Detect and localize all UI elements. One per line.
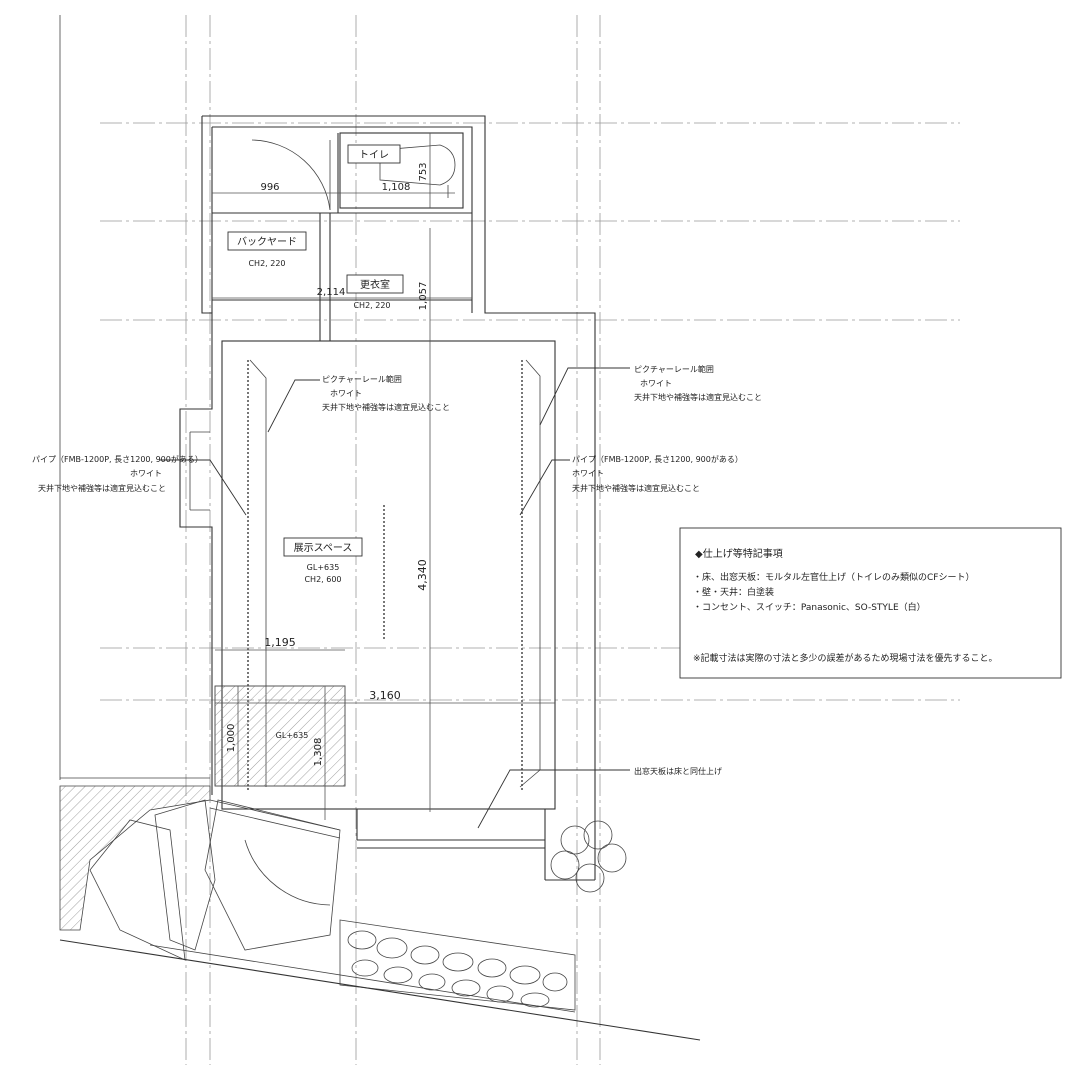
picture-rails bbox=[247, 359, 541, 790]
svg-text:ピクチャーレール範囲: ピクチャーレール範囲 bbox=[634, 364, 714, 374]
dressing-label: 更衣室 bbox=[360, 278, 390, 291]
exhibition-label-box bbox=[283, 537, 363, 557]
backyard-label: バックヤード bbox=[237, 236, 297, 248]
dim-1195: 1,195 bbox=[264, 636, 296, 649]
svg-text:ホワイト: ホワイト bbox=[572, 469, 604, 478]
notes-item-1: ・床、出窓天板：モルタル左官仕上げ（トイレのみ類似のCFシート） bbox=[693, 571, 974, 583]
annotation-pipe-right: パイプ（FMB-1200P, 長さ1200, 900がある） ホワイト 天井下地… bbox=[572, 454, 743, 493]
porch-hatch bbox=[59, 685, 346, 931]
svg-text:ホワイト: ホワイト bbox=[640, 379, 672, 388]
dimension-lines bbox=[212, 133, 555, 820]
dim-753: 753 bbox=[418, 162, 429, 181]
exhibition-ch: CH2, 600 bbox=[304, 575, 341, 584]
finish-notes: ◆仕上げ等特記事項 ・床、出窓天板：モルタル左官仕上げ（トイレのみ類似のCFシー… bbox=[693, 547, 998, 664]
dim-2114: 2,114 bbox=[317, 287, 346, 298]
svg-text:パイプ（FMB-1200P, 長さ1200, 900がある）: パイプ（FMB-1200P, 長さ1200, 900がある） bbox=[572, 454, 743, 464]
entrance-steps bbox=[89, 799, 341, 961]
svg-text:天井下地や補強等は適宜見込むこと: 天井下地や補強等は適宜見込むこと bbox=[634, 392, 762, 402]
stone-pavement bbox=[339, 919, 576, 1011]
dim-3160: 3,160 bbox=[369, 689, 401, 702]
notes-box bbox=[679, 527, 1062, 679]
dim-1000: 1,000 bbox=[226, 724, 237, 753]
dim-1108: 1,108 bbox=[382, 182, 411, 193]
svg-text:天井下地や補強等は適宜見込むこと: 天井下地や補強等は適宜見込むこと bbox=[38, 483, 166, 493]
toilet-label-box bbox=[347, 144, 401, 164]
notes-title: ◆仕上げ等特記事項 bbox=[695, 547, 783, 560]
annotation-window-sill: 出窓天板は床と同仕上げ bbox=[634, 766, 722, 776]
leader-lines bbox=[160, 367, 630, 829]
svg-text:ホワイト: ホワイト bbox=[130, 469, 162, 478]
notes-footnote: ※記載寸法は実際の寸法と多少の誤差があるため現場寸法を優先すること。 bbox=[693, 652, 998, 664]
svg-text:ホワイト: ホワイト bbox=[330, 389, 362, 398]
backyard-ch: CH2, 220 bbox=[248, 259, 285, 268]
backyard-label-box bbox=[227, 231, 307, 251]
tree-symbol bbox=[550, 820, 627, 893]
exhibition-gl: GL+635 bbox=[307, 563, 340, 572]
site-boundary bbox=[59, 777, 701, 1041]
annotation-rail-left: ピクチャーレール範囲 ホワイト 天井下地や補強等は適宜見込むこと bbox=[322, 374, 450, 412]
svg-text:天井下地や補強等は適宜見込むこと: 天井下地や補強等は適宜見込むこと bbox=[322, 402, 450, 412]
dim-1057: 1,057 bbox=[418, 282, 429, 311]
dim-1308: 1,308 bbox=[313, 738, 324, 767]
dim-996: 996 bbox=[260, 182, 279, 193]
toilet-fixture bbox=[251, 139, 456, 211]
annotation-pipe-left: パイプ（FMB-1200P, 長さ1200, 900がある） ホワイト 天井下地… bbox=[32, 454, 203, 493]
notes-item-3: ・コンセント、スイッチ：Panasonic、SO-STYLE（白） bbox=[693, 601, 926, 613]
dim-4340: 4,340 bbox=[416, 559, 429, 591]
dressing-label-box bbox=[346, 274, 404, 294]
building-walls bbox=[179, 115, 596, 881]
svg-text:ピクチャーレール範囲: ピクチャーレール範囲 bbox=[322, 374, 402, 384]
svg-text:天井下地や補強等は適宜見込むこと: 天井下地や補強等は適宜見込むこと bbox=[572, 483, 700, 493]
porch-gl: GL+635 bbox=[276, 731, 309, 740]
exhibition-label: 展示スペース bbox=[294, 542, 353, 554]
svg-text:パイプ（FMB-1200P, 長さ1200, 900がある）: パイプ（FMB-1200P, 長さ1200, 900がある） bbox=[32, 454, 203, 464]
toilet-label: トイレ bbox=[359, 150, 389, 161]
dressing-ch: CH2, 220 bbox=[353, 301, 390, 310]
annotation-rail-right: ピクチャーレール範囲 ホワイト 天井下地や補強等は適宜見込むこと bbox=[634, 364, 762, 402]
notes-item-2: ・壁・天井：白塗装 bbox=[693, 586, 774, 598]
